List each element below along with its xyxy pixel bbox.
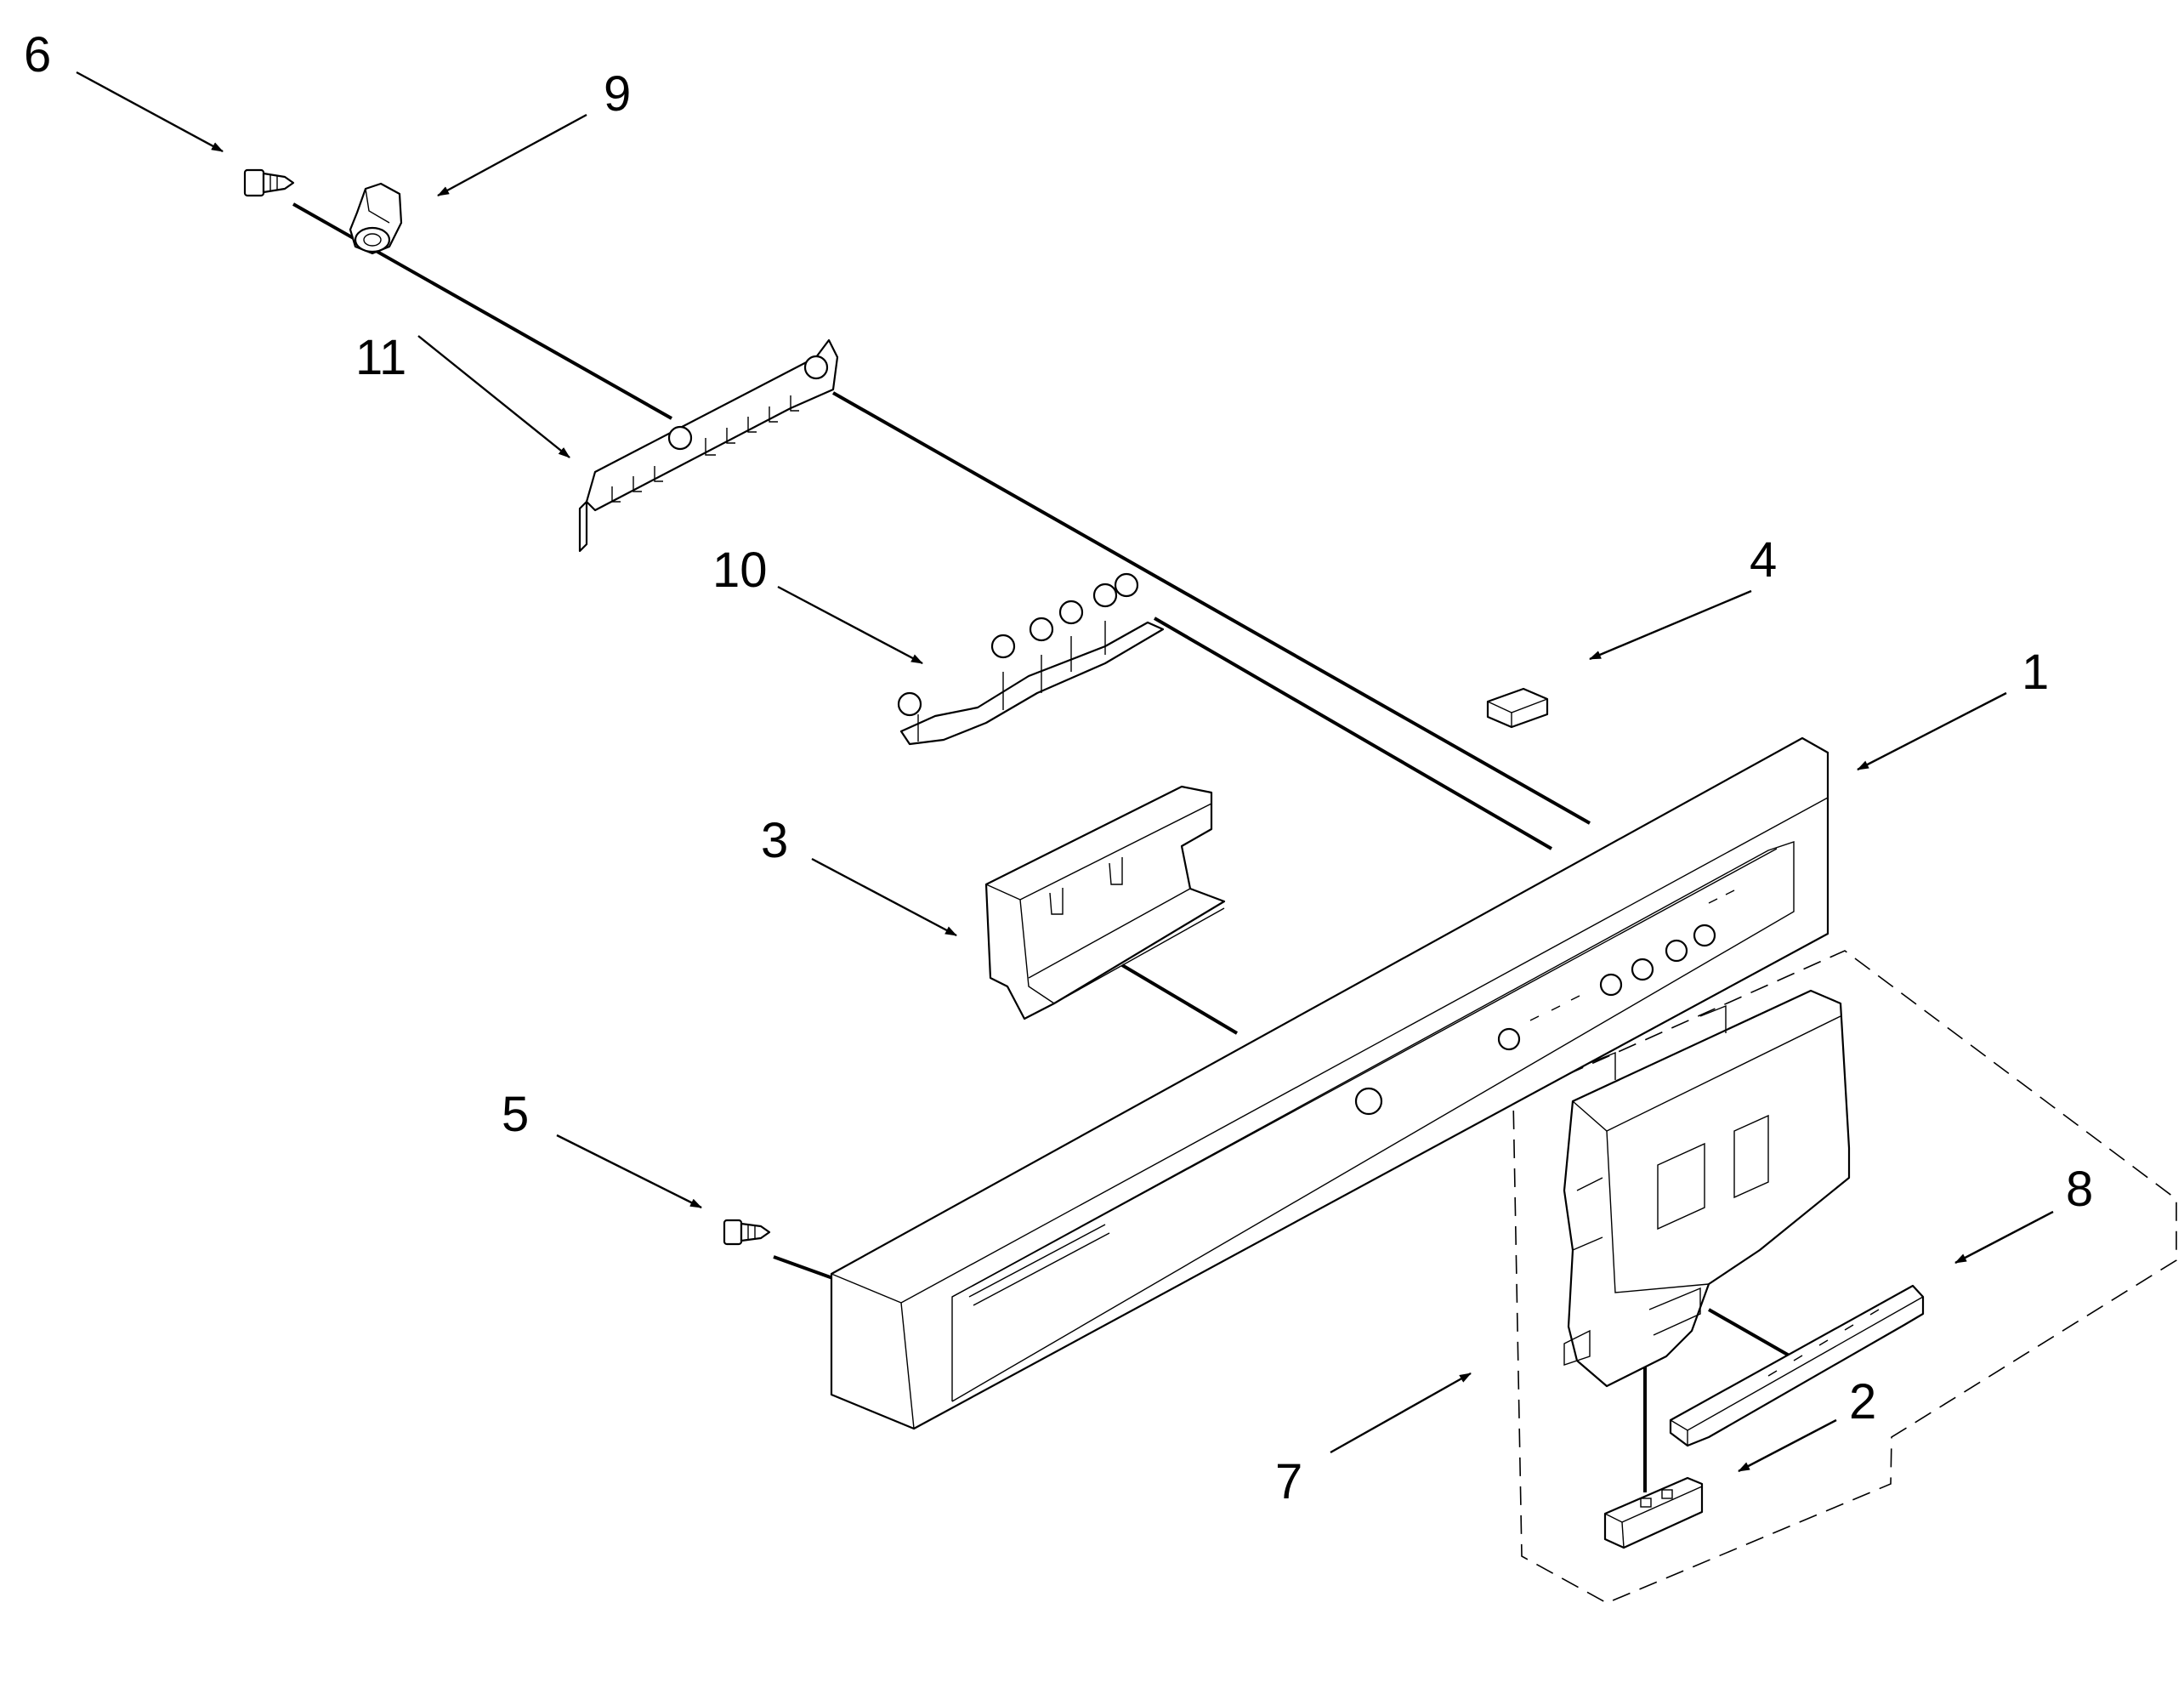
part-1-console-panel xyxy=(830,736,1829,1430)
callout-6: 6 xyxy=(24,27,51,82)
callout-4: 4 xyxy=(1750,532,1777,588)
callout-labels: 6 9 11 10 4 1 3 5 8 2 7 xyxy=(24,27,2093,1509)
part-4-clip xyxy=(1486,687,1549,729)
callout-10: 10 xyxy=(712,543,768,598)
assembly-axis-lines xyxy=(292,202,1799,1492)
callout-5: 5 xyxy=(502,1087,529,1142)
part-11-switch-bracket xyxy=(578,338,839,553)
callout-2: 2 xyxy=(1849,1374,1876,1429)
part-8-connector-rail xyxy=(1669,1284,1925,1447)
part-6-screw xyxy=(243,168,295,197)
callout-1: 1 xyxy=(2022,645,2049,700)
part-3-panel-bracket xyxy=(984,785,1226,1020)
part-5-screw xyxy=(723,1219,771,1246)
control-assembly-boundary xyxy=(1512,950,2177,1604)
part-2-connector xyxy=(1603,1476,1704,1549)
part-9-bracket xyxy=(349,182,403,255)
callout-7: 7 xyxy=(1275,1454,1302,1509)
callout-9: 9 xyxy=(604,66,631,122)
part-10-switch-strip xyxy=(897,572,1165,746)
callout-8: 8 xyxy=(2066,1162,2093,1217)
leader-arrows xyxy=(76,71,2054,1473)
part-7-control-housing xyxy=(1563,989,1851,1388)
callout-3: 3 xyxy=(761,813,788,868)
callout-11: 11 xyxy=(355,330,406,385)
